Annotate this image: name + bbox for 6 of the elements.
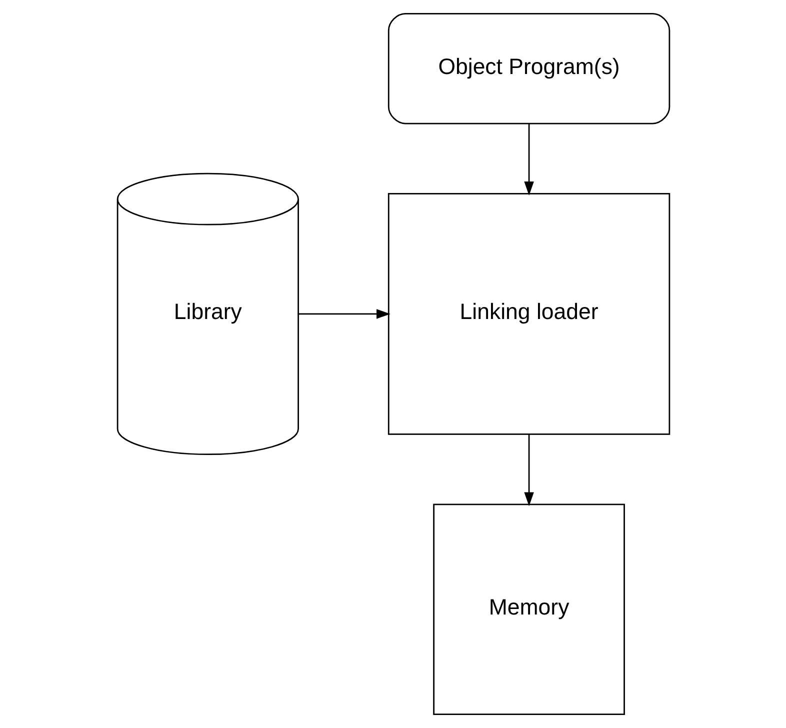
arrow: [298, 309, 390, 319]
node-box: Linking loader: [387, 193, 670, 435]
arrow: [524, 434, 534, 506]
node-box: Object Program(s): [387, 13, 670, 124]
node-box: Memory: [432, 504, 624, 715]
arrow: [524, 124, 534, 196]
